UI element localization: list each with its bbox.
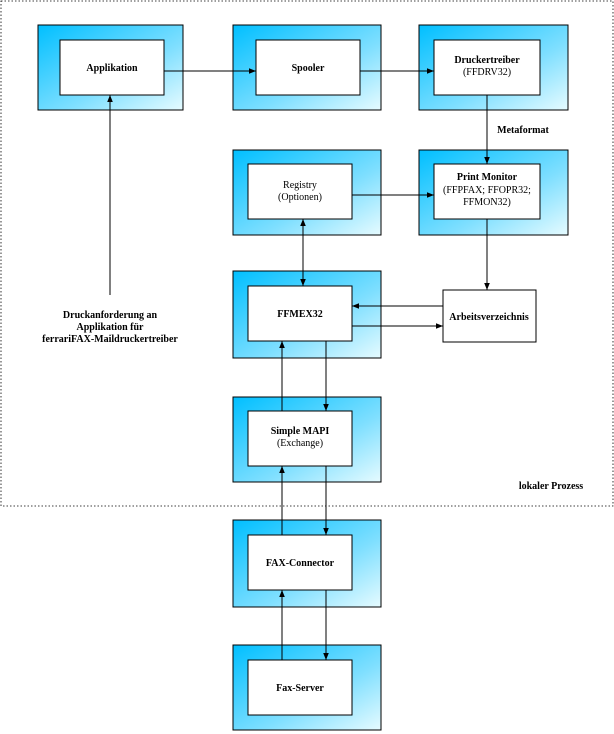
arbeitsverzeichnis-box bbox=[442, 289, 537, 343]
ffmex32-label: FFMEX32 bbox=[277, 309, 323, 320]
simple-mapi-label: Simple MAPI bbox=[271, 426, 330, 437]
node-ffmex32: FFMEX32 bbox=[232, 270, 382, 359]
registry-label: Registry bbox=[283, 180, 317, 191]
local-process-label: lokaler Prozess bbox=[519, 481, 583, 492]
druckanforderung-line-1: Druckanforderung an bbox=[63, 310, 158, 321]
druckertreiber-label: Druckertreiber bbox=[454, 55, 520, 66]
node-druckertreiber: Druckertreiber (FFDRV32) bbox=[418, 24, 569, 111]
node-simple-mapi: Simple MAPI (Exchange) bbox=[232, 396, 382, 483]
connectors bbox=[107, 68, 490, 660]
node-fax-server: Fax-Server bbox=[232, 644, 382, 731]
local-process-region bbox=[0, 0, 614, 507]
print-monitor-sublabel-2: FFMON32) bbox=[463, 197, 511, 208]
applikation-label: Applikation bbox=[86, 63, 138, 74]
druckanforderung-line-3: ferrariFAX-Maildruckertreiber bbox=[42, 334, 178, 345]
metaformat-label: Metaformat bbox=[497, 125, 549, 136]
fax-connector-label: FAX-Connector bbox=[266, 558, 335, 569]
node-print-monitor: Print Monitor (FFPFAX; FFOPR32; FFMON32) bbox=[418, 149, 569, 236]
node-registry: Registry (Optionen) bbox=[232, 149, 382, 236]
druckanforderung-line-2: Applikation für bbox=[77, 322, 145, 333]
print-monitor-sublabel-1: (FFPFAX; FFOPR32; bbox=[443, 185, 531, 196]
arbeitsverzeichnis-label: Arbeitsverzeichnis bbox=[449, 312, 529, 323]
fax-server-label: Fax-Server bbox=[276, 683, 324, 694]
registry-sublabel: (Optionen) bbox=[278, 192, 322, 203]
simple-mapi-sublabel: (Exchange) bbox=[277, 438, 323, 449]
druckertreiber-sublabel: (FFDRV32) bbox=[463, 67, 511, 78]
print-monitor-label: Print Monitor bbox=[457, 172, 518, 183]
node-fax-connector: FAX-Connector bbox=[232, 519, 382, 608]
spooler-label: Spooler bbox=[292, 63, 325, 74]
node-spooler: Spooler bbox=[232, 24, 382, 111]
